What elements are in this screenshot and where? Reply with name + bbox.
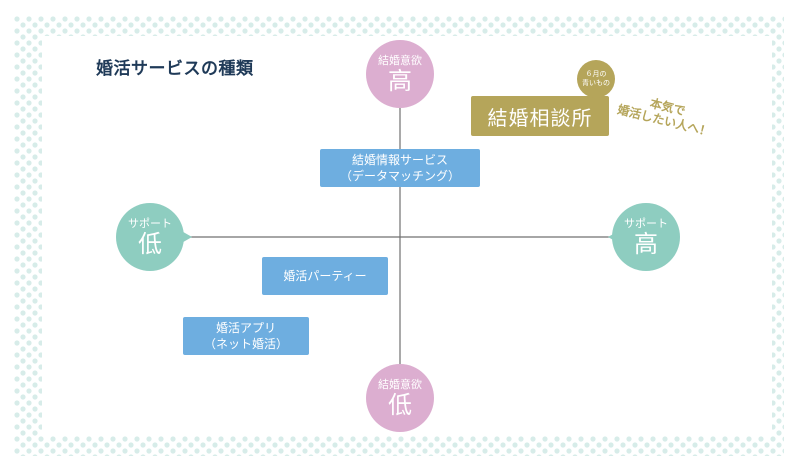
note-badge: ６月の 青いもの [577, 60, 615, 98]
axis-bottom-small: 結婚意欲 [378, 377, 422, 391]
axis-right-big: 高 [634, 229, 658, 258]
axis-right-small: サポート [624, 216, 668, 230]
service-info-line1: 結婚情報サービス [351, 153, 448, 167]
note-badge-line1: ６月の [585, 70, 607, 78]
service-consultation-label: 結婚相談所 [487, 105, 593, 130]
axis-left-label: サポート 低 [116, 203, 184, 271]
axis-top-label: 結婚意欲 高 [366, 40, 434, 108]
axis-left-small: サポート [128, 216, 172, 230]
service-app-line1: 婚活アプリ [215, 321, 276, 335]
axis-left-big: 低 [138, 229, 162, 258]
axis-top-small: 結婚意欲 [378, 53, 422, 67]
service-app-line2: （ネット婚活） [203, 337, 288, 351]
service-party-label: 婚活パーティー [283, 269, 367, 283]
service-info-line2: （データマッチング） [339, 169, 460, 183]
service-consultation: 結婚相談所 [471, 96, 609, 136]
axis-bottom-label: 結婚意欲 低 [366, 364, 434, 432]
axis-right-label: サポート 高 [612, 203, 680, 271]
page-title: 婚活サービスの種類 [96, 59, 254, 79]
axis-bottom-big: 低 [388, 390, 412, 419]
note-badge-line2: 青いもの [582, 79, 610, 87]
service-app: 婚活アプリ （ネット婚活） [183, 317, 309, 355]
axis-top-big: 高 [388, 66, 412, 95]
service-party: 婚活パーティー [262, 257, 388, 295]
service-info: 結婚情報サービス （データマッチング） [320, 149, 480, 187]
